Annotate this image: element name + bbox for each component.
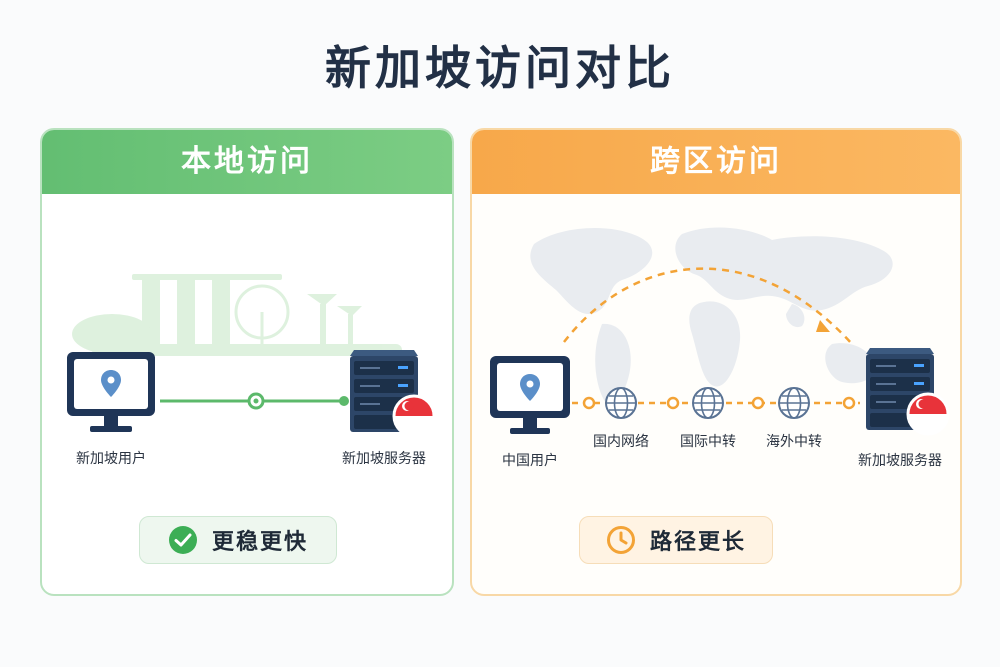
local-access-header: 本地访问 <box>42 130 452 194</box>
server-label: 新加坡服务器 <box>342 451 426 467</box>
user-monitor-icon <box>67 352 155 432</box>
clock-icon <box>606 526 635 554</box>
check-circle-icon <box>168 526 197 554</box>
page-title: 新加坡访问对比 <box>325 41 675 95</box>
world-map-illustration <box>530 227 893 405</box>
local-result-badge: 更稳更快 <box>139 516 337 564</box>
globe-icon-international <box>692 387 724 419</box>
user-monitor-icon <box>490 356 570 434</box>
user-label: 中国用户 <box>502 453 558 469</box>
cross-region-diagram <box>490 227 950 436</box>
overseas-route-arc <box>563 267 853 345</box>
local-access-diagram <box>67 274 436 438</box>
singapore-flag-icon <box>392 394 436 438</box>
route-arrow-icon <box>816 320 830 332</box>
globe-icon-overseas <box>778 387 810 419</box>
local-result-text: 更稳更快 <box>211 530 308 555</box>
hop-label-international: 国际中转 <box>680 434 736 450</box>
local-access-panel: 本地访问 <box>40 128 454 596</box>
cross-result-badge: 路径更长 <box>579 516 773 564</box>
local-connection-line <box>160 392 349 410</box>
server-label: 新加坡服务器 <box>858 453 942 469</box>
cross-region-panel: 跨区访问 <box>470 128 962 596</box>
singapore-skyline-illustration <box>72 274 402 356</box>
hop-label-domestic: 国内网络 <box>593 434 649 450</box>
globe-icon-domestic <box>605 387 637 419</box>
hop-label-overseas: 海外中转 <box>766 434 822 450</box>
user-label: 新加坡用户 <box>76 451 146 467</box>
cross-region-header: 跨区访问 <box>472 130 960 194</box>
cross-result-text: 路径更长 <box>649 530 746 555</box>
singapore-flag-icon <box>906 392 950 436</box>
